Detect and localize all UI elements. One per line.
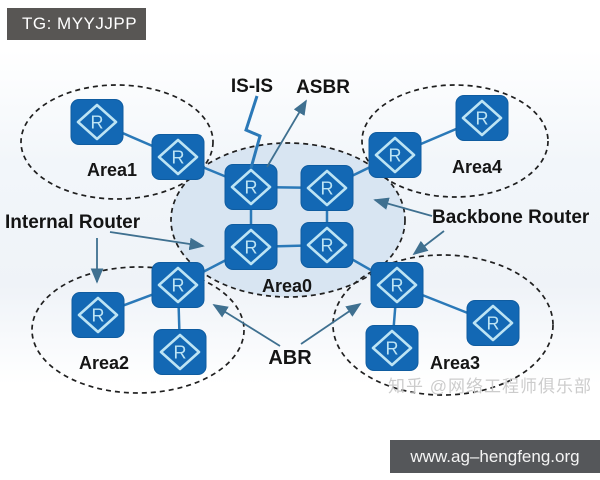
- area1-ellipse: [20, 84, 214, 200]
- router-icon: R: [71, 292, 125, 338]
- router-diamond-icon: [461, 99, 503, 137]
- internal-router-arrow-right: [109, 231, 205, 251]
- router-glyph: R: [245, 178, 258, 198]
- router-icon: R: [365, 325, 419, 371]
- router-icon: R: [151, 262, 205, 308]
- area2-label: Area2: [79, 353, 129, 373]
- router-glyph: R: [321, 236, 334, 256]
- router-glyph: R: [174, 343, 187, 363]
- site-url-text: www.ag–hengfeng.org: [410, 446, 580, 466]
- asbr-arrow: [266, 99, 307, 168]
- abr-arrow-right: [300, 302, 362, 345]
- router-diamond-icon: [230, 168, 272, 206]
- router-glyph: R: [386, 339, 399, 359]
- router-icon: R: [70, 99, 124, 145]
- router-nodes: R R R R R R R R R R R R R R: [70, 95, 520, 375]
- router-glyph: R: [487, 314, 500, 334]
- router-diamond-icon: [374, 136, 416, 174]
- router-glyph: R: [172, 148, 185, 168]
- router-glyph: R: [91, 113, 104, 133]
- router-diamond-icon: [159, 333, 201, 371]
- isis-lightning-connector: [244, 95, 262, 169]
- router-diamond-icon: [472, 304, 514, 342]
- isis-label: IS-IS: [231, 76, 273, 97]
- backbone-router-label: Backbone Router: [432, 207, 590, 228]
- area0-label: Area0: [262, 276, 312, 296]
- router-icon: R: [300, 165, 354, 211]
- router-icon: R: [368, 132, 422, 178]
- backbone-router-arrow-down: [412, 230, 445, 256]
- router-icon: R: [224, 164, 278, 210]
- router-icon: R: [300, 222, 354, 268]
- zhihu-watermark: 知乎 @网络工程师俱乐部: [388, 377, 592, 396]
- router-glyph: R: [172, 276, 185, 296]
- site-url-banner: www.ag–hengfeng.org: [390, 440, 600, 473]
- router-icon: R: [370, 262, 424, 308]
- area1-label: Area1: [87, 160, 137, 180]
- router-icon: R: [455, 95, 509, 141]
- router-glyph: R: [321, 179, 334, 199]
- router-diamond-icon: [306, 169, 348, 207]
- area2-ellipse: [31, 266, 245, 394]
- tag-banner: TG: MYYJJPP: [7, 8, 146, 40]
- router-icon: R: [151, 134, 205, 180]
- router-diamond-icon: [230, 228, 272, 266]
- area4-ellipse: [361, 84, 549, 198]
- internal-router-label: Internal Router: [5, 212, 141, 233]
- asbr-label: ASBR: [296, 77, 350, 98]
- router-glyph: R: [92, 306, 105, 326]
- router-glyph: R: [476, 109, 489, 129]
- router-glyph: R: [389, 146, 402, 166]
- area4-label: Area4: [452, 157, 502, 177]
- router-icon: R: [466, 300, 520, 346]
- backbone-router-arrow-left: [373, 197, 433, 217]
- router-icon: R: [224, 224, 278, 270]
- router-diamond-icon: [306, 226, 348, 264]
- router-diamond-icon: [76, 103, 118, 141]
- abr-arrow-left: [212, 304, 281, 347]
- router-diamond-icon: [157, 266, 199, 304]
- router-diamond-icon: [376, 266, 418, 304]
- router-diamond-icon: [157, 138, 199, 176]
- tag-banner-text: TG: MYYJJPP: [22, 14, 138, 33]
- router-glyph: R: [245, 238, 258, 258]
- router-diamond-icon: [77, 296, 119, 334]
- area3-ellipse: [332, 254, 554, 396]
- abr-label: ABR: [268, 347, 312, 369]
- router-icon: R: [153, 329, 207, 375]
- area3-label: Area3: [430, 353, 480, 373]
- router-diamond-icon: [371, 329, 413, 367]
- router-glyph: R: [391, 276, 404, 296]
